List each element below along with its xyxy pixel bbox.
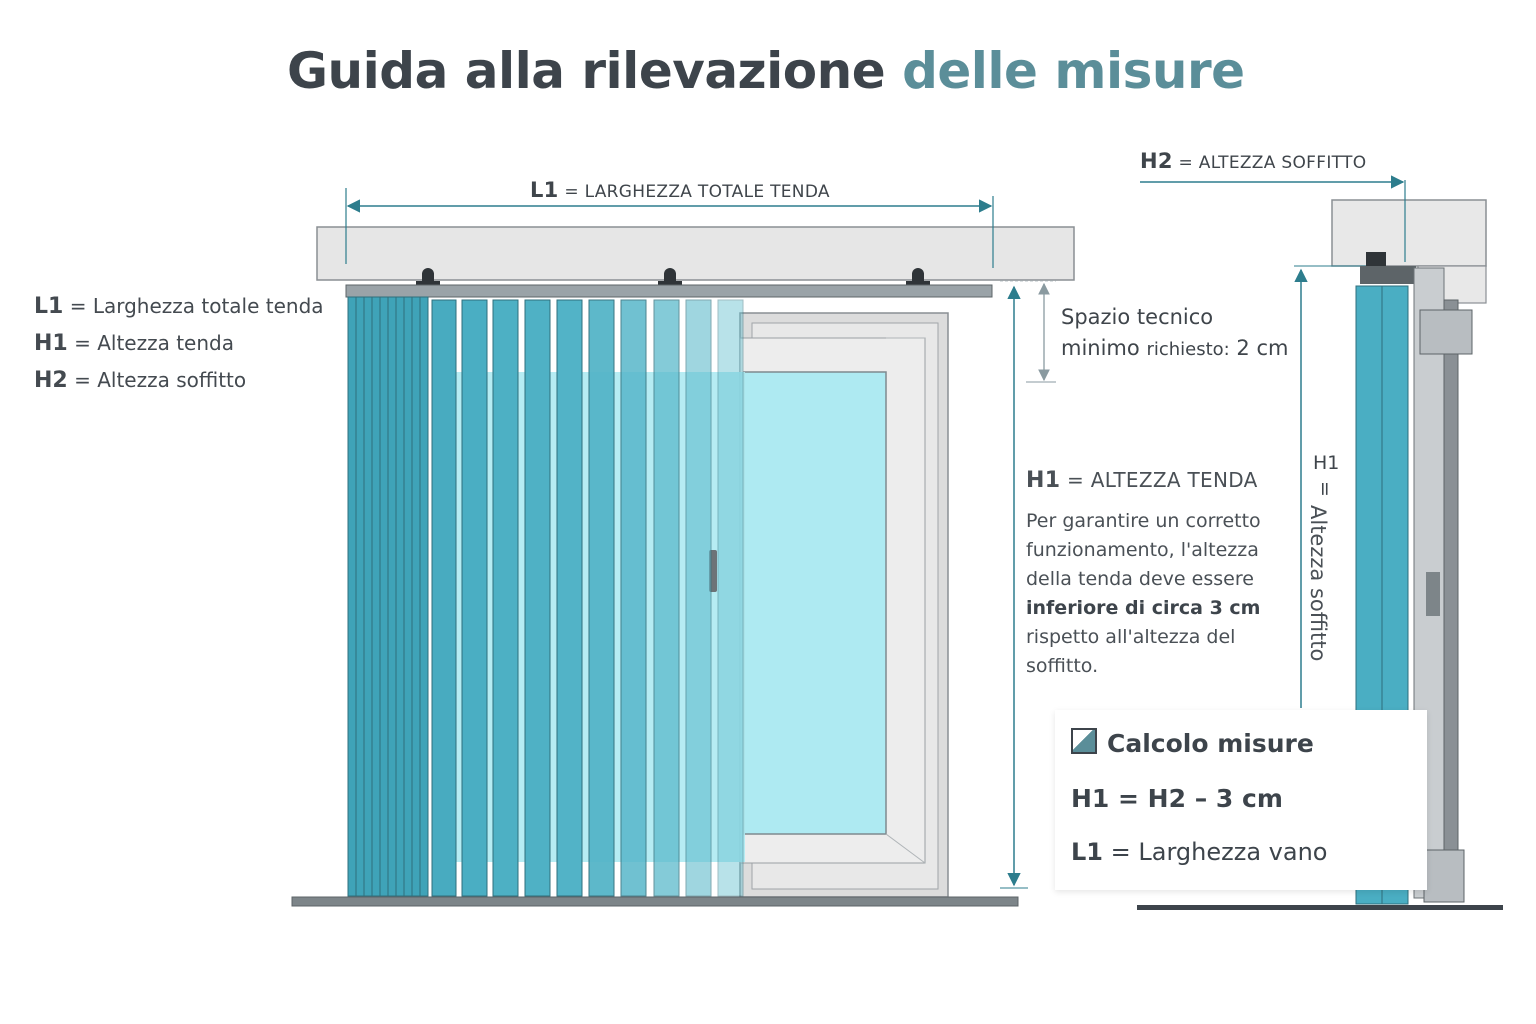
ceiling-hangers xyxy=(416,268,930,285)
slat xyxy=(556,299,583,897)
h1-description: Per garantire un corretto funzionamento,… xyxy=(1026,510,1261,677)
ceiling-beam xyxy=(316,226,1075,281)
slat xyxy=(620,299,647,897)
floor-line xyxy=(291,896,1019,907)
legend-item-l1: L1 = Larghezza totale tenda xyxy=(34,294,324,319)
title-part2: delle misure xyxy=(902,42,1245,100)
slat xyxy=(461,299,488,897)
slat-stack xyxy=(347,296,429,897)
spazio-tecnico-note: Spazio tecnico minimo richiesto: 2 cm xyxy=(1061,302,1288,365)
slat xyxy=(588,299,615,897)
card-title: Calcolo misure xyxy=(1071,728,1314,758)
side-ceiling xyxy=(1331,199,1487,267)
formula-h1: H1 = H2 – 3 cm xyxy=(1071,784,1283,813)
spazio-line1: Spazio tecnico xyxy=(1061,305,1214,329)
calcolo-misure-card: Calcolo misure H1 = H2 – 3 cm L1 = Largh… xyxy=(1055,710,1427,890)
side-floor xyxy=(1137,905,1503,910)
l1-dimension-label: L1 = LARGHEZZA TOTALE TENDA xyxy=(530,178,830,202)
legend-item-h2: H2 = Altezza soffitto xyxy=(34,368,247,393)
slat xyxy=(492,299,519,897)
legend-item-h1: H1 = Altezza tenda xyxy=(34,331,234,356)
legend: L1 = Larghezza totale tenda H1 = Altezza… xyxy=(34,288,324,399)
slats xyxy=(431,299,744,897)
side-h1-key: H1 xyxy=(1313,452,1340,474)
formula-l1: L1 = Larghezza vano xyxy=(1071,838,1328,866)
title-part1: Guida alla rilevazione xyxy=(287,42,886,100)
slat xyxy=(431,299,457,897)
slat xyxy=(717,299,744,897)
h1-explanation: H1 = ALTEZZA TENDA Per garantire un corr… xyxy=(1026,468,1296,681)
slat xyxy=(524,299,551,897)
slat xyxy=(685,299,712,897)
spazio-line2: minimo richiesto: 2 cm xyxy=(1061,336,1289,360)
curtain-rail xyxy=(345,284,993,298)
h2-dimension-label: H2 = ALTEZZA SOFFITTO xyxy=(1140,149,1367,173)
window-glass xyxy=(743,371,887,835)
slat xyxy=(653,299,680,897)
page-title: Guida alla rilevazione delle misure xyxy=(287,42,1245,100)
h1-heading: H1 = ALTEZZA TENDA xyxy=(1026,468,1258,493)
side-h1-label: Altezza soffitto xyxy=(1306,505,1330,662)
calculator-icon xyxy=(1071,728,1097,754)
side-h1-eq: = xyxy=(1313,481,1336,497)
